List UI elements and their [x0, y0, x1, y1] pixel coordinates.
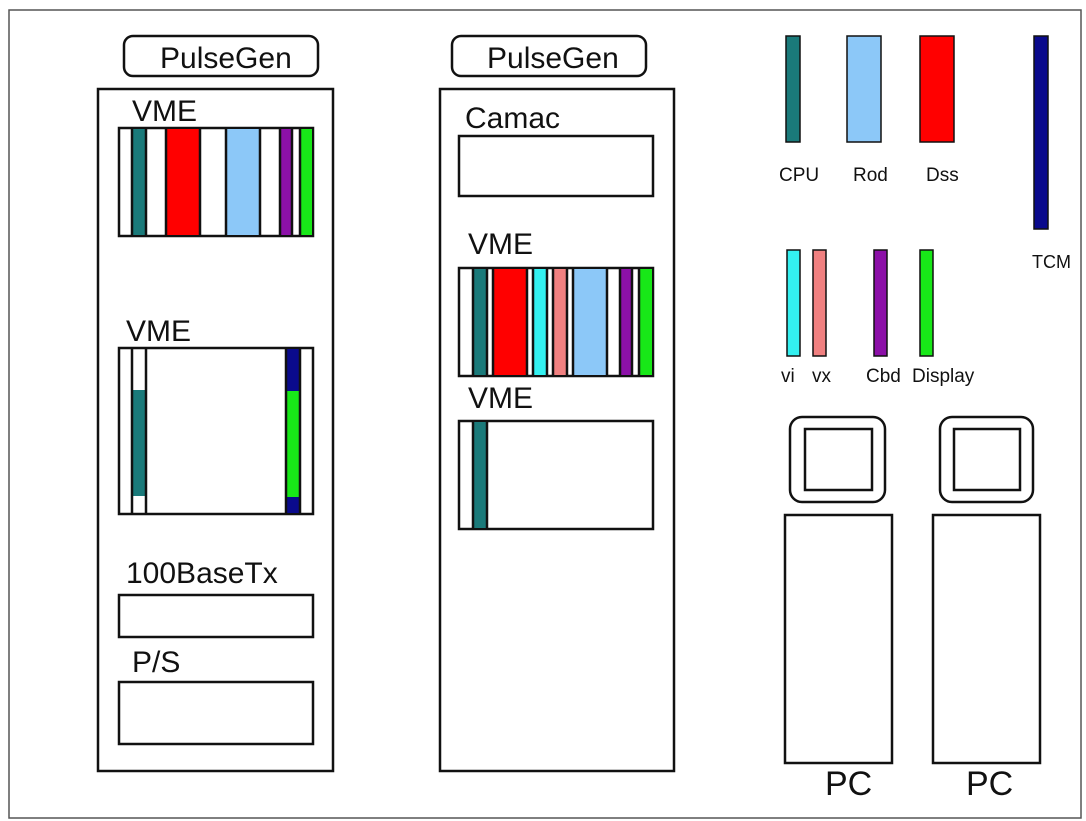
rack-1: PulseGen VME VME 100BaseTx P/S	[96, 34, 335, 773]
rack-1-net-label: 100BaseTx	[126, 557, 278, 590]
legend-swatch-display	[919, 249, 934, 357]
legend-label-cbd: Cbd	[866, 366, 901, 387]
display-board	[639, 269, 652, 375]
legend-item-vi: vi	[781, 249, 801, 387]
rack-1-ps-label: P/S	[132, 646, 180, 679]
rack-1-vme2-crate	[117, 346, 315, 516]
legend-swatch-rod	[846, 35, 882, 143]
legend-swatch-cbd	[873, 249, 888, 357]
rack-2-pulsegen-box	[450, 34, 648, 78]
vi-board	[533, 269, 547, 375]
rack-2-vme2-label: VME	[468, 382, 533, 415]
legend-item-display: Display	[912, 249, 975, 387]
display-board	[286, 391, 300, 497]
legend-item-tcm: TCM	[1032, 35, 1071, 272]
rack-2-camac-label: Camac	[465, 102, 560, 135]
rod-board	[573, 269, 607, 375]
legend-label-vx: vx	[812, 366, 832, 387]
rack-1-vme2-label: VME	[126, 315, 191, 348]
tcm-board	[286, 497, 300, 513]
legend-label-cpu: CPU	[779, 165, 819, 186]
dss-board	[166, 129, 200, 235]
rack-2-vme2-crate	[457, 419, 655, 531]
rack-1-pulsegen-box	[122, 34, 320, 78]
cbd-board	[620, 269, 632, 375]
diagram-frame	[8, 9, 1082, 819]
rack-1-ps-module	[117, 680, 315, 746]
rack-2-camac-module	[457, 134, 655, 198]
legend-label-rod: Rod	[853, 165, 888, 186]
pc-2-tower	[931, 513, 1042, 765]
pc-1-screen	[803, 427, 874, 492]
legend-swatch-vx	[812, 249, 827, 357]
legend-item-dss: Dss	[919, 35, 959, 186]
legend-label-display: Display	[912, 366, 975, 387]
pc-1: PC	[783, 415, 894, 803]
rack-1-net-module	[117, 593, 315, 639]
rack-1-pulsegen-label: PulseGen	[160, 42, 292, 75]
vx-board	[553, 269, 567, 375]
tcm-board	[286, 349, 300, 391]
legend-swatch-tcm	[1033, 35, 1049, 230]
legend-swatch-cpu	[785, 35, 801, 143]
rod-board	[226, 129, 260, 235]
cpu-board	[473, 269, 487, 375]
display-board	[300, 129, 312, 235]
dss-board	[493, 269, 527, 375]
rack-1-vme1-label: VME	[132, 95, 197, 128]
legend-item-cpu: CPU	[779, 35, 819, 186]
rack-2-pulsegen-label: PulseGen	[487, 42, 619, 75]
legend-item-rod: Rod	[846, 35, 888, 186]
cbd-board	[280, 129, 292, 235]
legend-item-cbd: Cbd	[866, 249, 901, 387]
legend: CPU Rod Dss TCM vi vx Cbd Display	[779, 35, 1071, 387]
pc-2-monitor	[938, 415, 1035, 504]
rack-2-vme1-crate	[457, 266, 655, 378]
legend-label-dss: Dss	[926, 165, 959, 186]
cpu-board	[132, 129, 146, 235]
pc-1-tower	[783, 513, 894, 765]
cpu-board	[473, 422, 487, 528]
rack-2-vme1-label: VME	[468, 228, 533, 261]
legend-swatch-vi	[786, 249, 801, 357]
cpu-board	[132, 390, 146, 496]
legend-label-tcm: TCM	[1032, 252, 1071, 272]
pc-2-screen	[952, 427, 1022, 492]
legend-label-vi: vi	[781, 366, 795, 387]
legend-swatch-dss	[919, 35, 955, 143]
pc-2: PC	[931, 415, 1042, 803]
pc-1-label: PC	[825, 765, 872, 803]
legend-item-vx: vx	[812, 249, 832, 387]
pc-2-label: PC	[966, 765, 1013, 803]
rack-2: PulseGen Camac VME VME	[438, 34, 676, 773]
rack-1-vme1-crate	[117, 126, 315, 238]
pc-1-monitor	[788, 415, 887, 504]
